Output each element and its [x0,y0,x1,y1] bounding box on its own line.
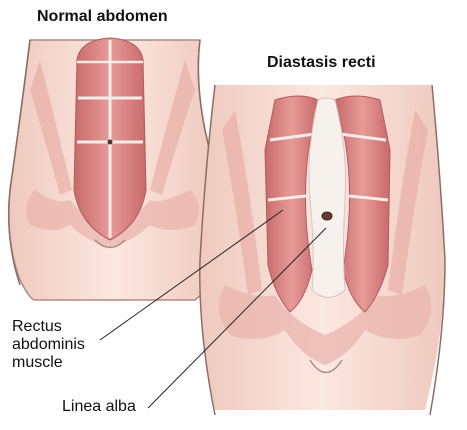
diastasis-figure [200,85,445,415]
normal-abdomen-title: Normal abdomen [37,8,168,26]
rectus-abdominis-label-line2: abdominis [12,336,85,354]
diastasis-recti-title: Diastasis recti [267,54,376,72]
normal-abdomen-figure [9,38,217,300]
rectus-abdominis-label-line1: Rectus [12,318,62,336]
rectus-abdominis-label-line3: muscle [12,354,63,372]
linea-alba-label: Linea alba [62,398,136,416]
diastasis-navel [322,212,332,220]
diastasis-linea-alba [309,98,346,298]
normal-rectus-muscle [74,38,146,240]
